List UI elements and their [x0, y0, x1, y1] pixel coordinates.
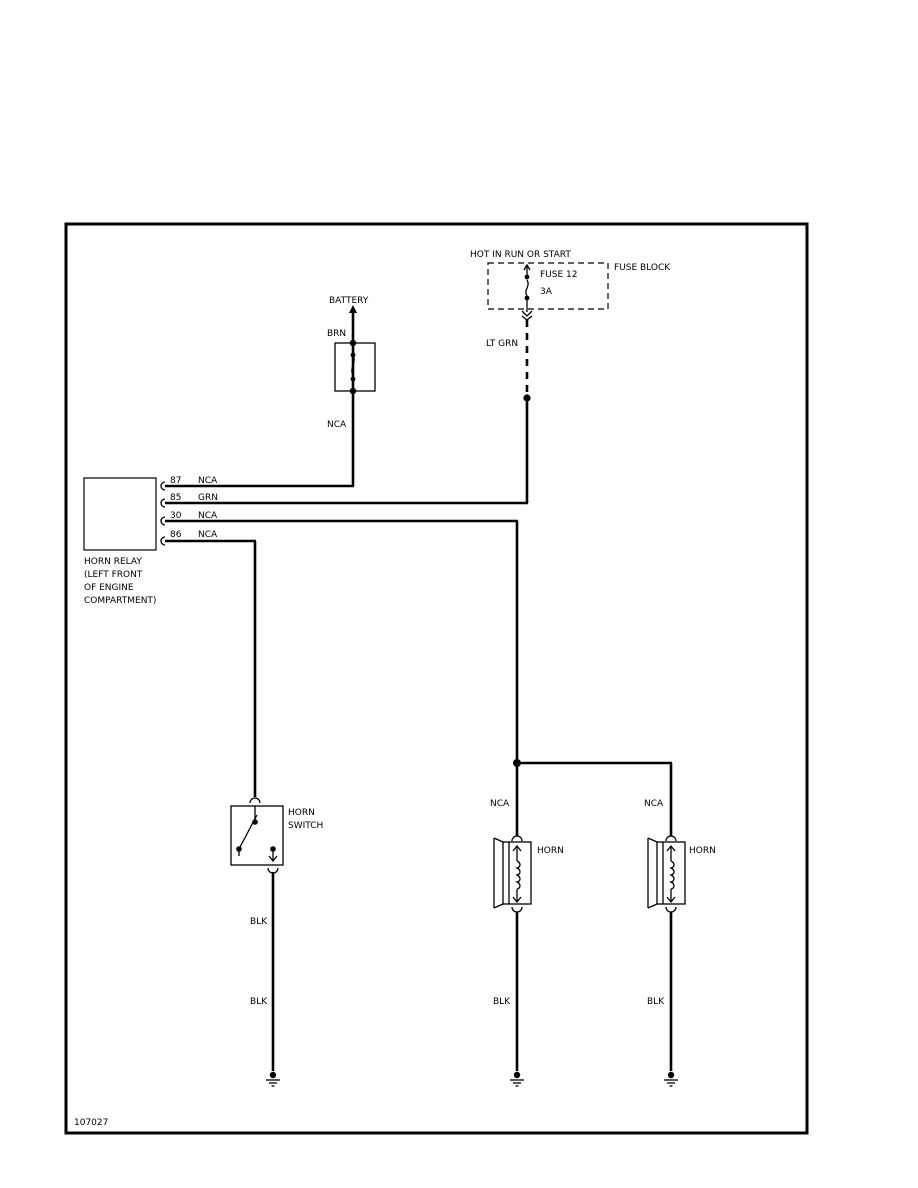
horn-switch-wire-1: BLK	[250, 917, 268, 927]
horn-2-wire-above: NCA	[644, 799, 664, 809]
relay-label-1: HORN RELAY	[84, 557, 142, 567]
relay-wire-87: NCA	[198, 476, 218, 486]
relay-label-4: COMPARTMENT)	[84, 596, 156, 606]
horn-1-wire-below: BLK	[493, 997, 511, 1007]
relay-label-2: (LEFT FRONT	[84, 570, 143, 580]
relay-wire-30: NCA	[198, 511, 218, 521]
fuse-wire-color: LT GRN	[486, 339, 518, 349]
relay-wire-86: NCA	[198, 530, 218, 540]
relay-pin-30: 30	[170, 511, 182, 521]
horn-switch: HORN SWITCH BLK BLK	[230, 797, 323, 1071]
horn-switch-label-2: SWITCH	[288, 821, 323, 831]
ground-icon	[510, 1071, 524, 1087]
horn-1-label: HORN	[537, 846, 564, 856]
fuse-rating: 3A	[540, 287, 553, 297]
diagram-id: 107027	[74, 1118, 108, 1128]
horn-switch-box	[230, 805, 284, 866]
battery-label: BATTERY	[329, 296, 369, 306]
battery-arrow-icon	[349, 305, 357, 313]
fuse-icon	[521, 263, 533, 321]
fusible-link-icon	[334, 342, 376, 392]
horn-switch-wire-2: BLK	[250, 997, 268, 1007]
switch-contact-icon	[236, 806, 278, 863]
horn-1-wire-above: NCA	[490, 799, 510, 809]
fuse-block-header: HOT IN RUN OR START	[470, 250, 571, 260]
horn-relay-box	[83, 477, 157, 551]
relay-label-3: OF ENGINE	[84, 583, 134, 593]
horn-1: NCA HORN BLK	[490, 799, 564, 1087]
relay-wire-85: GRN	[198, 493, 218, 503]
relay-pin-85: 85	[170, 493, 181, 503]
ground-icon	[266, 1071, 280, 1087]
horn-switch-label-1: HORN	[288, 808, 315, 818]
relay-pin-87: 87	[170, 476, 181, 486]
fuse-block-branch: HOT IN RUN OR START FUSE BLOCK FUSE 12 3…	[165, 250, 671, 505]
battery-wire-color: BRN	[327, 329, 346, 339]
horn-relay: 87 NCA 85 GRN 30 NCA 86 NCA HORN RELAY (…	[83, 476, 218, 606]
diagram-frame	[64, 222, 809, 1135]
horn-icon	[647, 837, 686, 909]
ground-icon	[664, 1071, 678, 1087]
battery-branch: BATTERY BRN NCA	[165, 296, 376, 488]
horn-2: NCA HORN BLK	[644, 799, 716, 1087]
fuse-block-label: FUSE BLOCK	[614, 263, 671, 273]
fuse-name: FUSE 12	[540, 270, 577, 280]
horn-icon	[493, 837, 532, 909]
horn-2-wire-below: BLK	[647, 997, 665, 1007]
relay-pin-86: 86	[170, 530, 182, 540]
battery-wire-below: NCA	[327, 420, 347, 430]
fuse-block-box	[487, 262, 609, 310]
horn-2-label: HORN	[689, 846, 716, 856]
